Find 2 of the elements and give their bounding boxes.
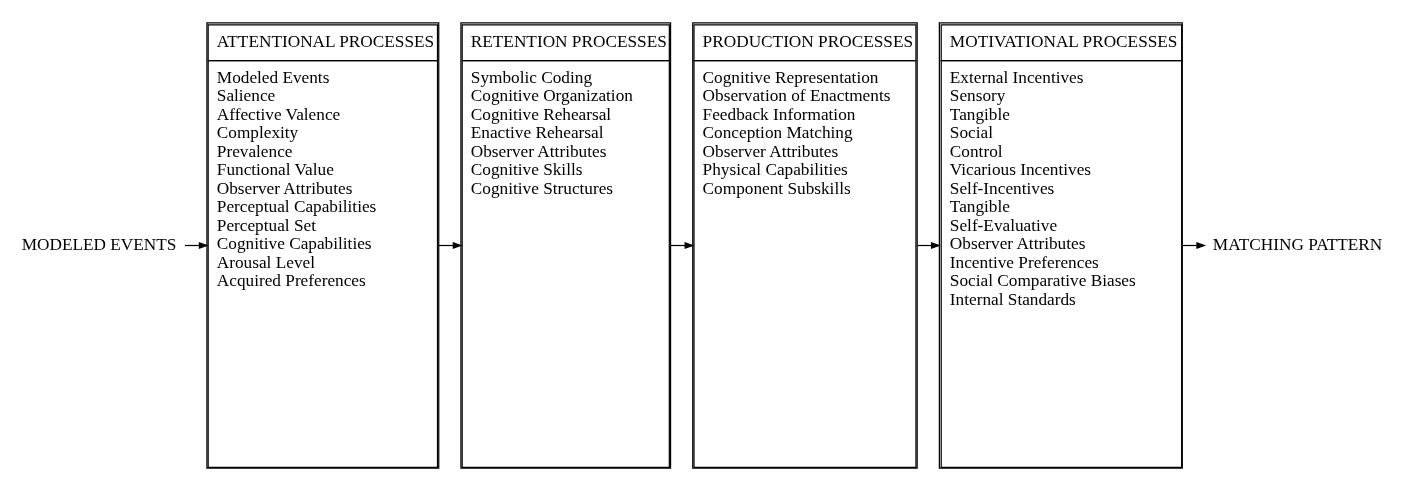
node-text: MATCHING PATTERN [1212, 235, 1383, 255]
node-text: MODELED EVENTS [21, 235, 177, 255]
